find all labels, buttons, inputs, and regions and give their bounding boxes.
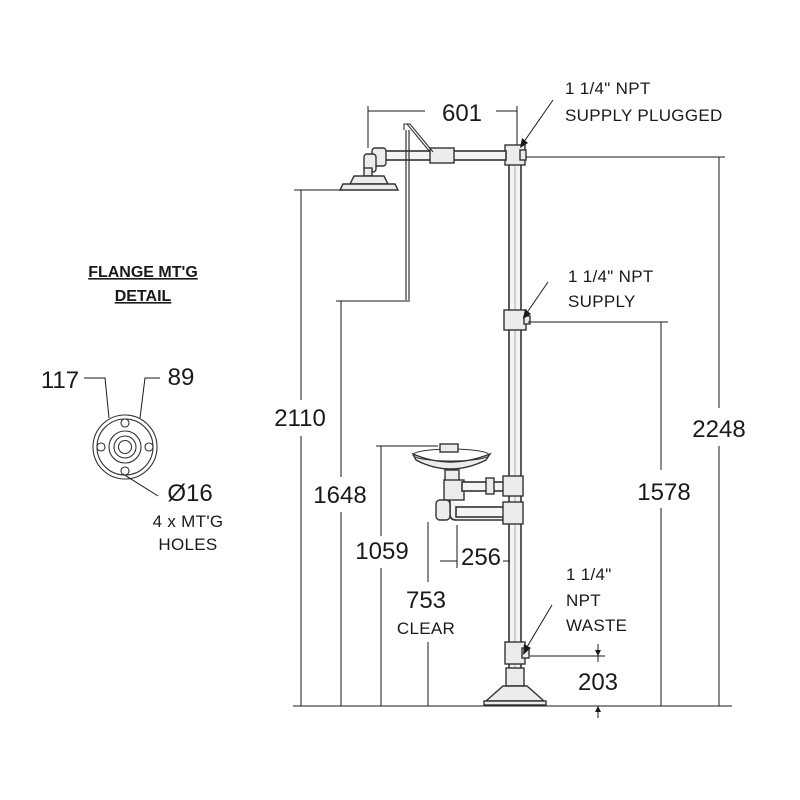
top-supply-line1: 1 1/4" NPT: [565, 79, 651, 98]
hole-note-line1: 4 x MT'G: [153, 512, 224, 531]
dim-waste-height: 203: [578, 669, 618, 696]
dim-clear-height: 753: [406, 587, 446, 614]
eyewash-valve: [443, 479, 465, 501]
shower-valve: [429, 147, 455, 164]
leader-mid-supply: [523, 281, 549, 318]
leader-outer: [84, 377, 110, 419]
callouts: 1 1/4" NPT SUPPLY PLUGGED 1 1/4" NPT SUP…: [520, 79, 723, 655]
detail-title-line1: FLANGE MT'G: [88, 264, 198, 281]
supply-fitting: [503, 309, 527, 331]
leader-top-supply: [520, 99, 554, 147]
mid-supply-line2: SUPPLY: [568, 292, 636, 311]
mid-supply-line1: 1 1/4" NPT: [568, 267, 654, 286]
dim-clear-label: CLEAR: [397, 619, 455, 638]
detail-title-line2: DETAIL: [115, 288, 172, 305]
dim-arm-length: 601: [442, 100, 482, 127]
dim-pull-rod-height: 1648: [313, 482, 366, 509]
leader-hole: [122, 473, 159, 497]
waste-line2: NPT: [566, 591, 601, 610]
dim-overall-height: 2248: [692, 416, 745, 443]
shower-head: [338, 183, 400, 191]
mounting-hole: [120, 466, 130, 476]
dim-hole-dia: Ø16: [167, 480, 212, 507]
dimension-lines: 601 2110 1648 1059 256 753 CLEAR 1578: [274, 100, 746, 718]
dim-supply-height: 1578: [637, 479, 690, 506]
leader-inner: [139, 377, 160, 419]
waste-line1: 1 1/4": [566, 565, 612, 584]
mounting-hole: [144, 442, 154, 452]
flange-plate: [92, 414, 158, 480]
top-supply-line2: SUPPLY PLUGGED: [565, 106, 723, 125]
dim-bowl-offset: 256: [461, 544, 501, 571]
dim-flange-outer: 117: [41, 367, 79, 394]
mounting-hole: [96, 442, 106, 452]
dim-flange-inner: 89: [168, 364, 195, 391]
eyewash-nozzle: [439, 443, 459, 453]
shower-assembly: [338, 123, 547, 706]
dim-bowl-height: 1059: [355, 538, 408, 565]
mounting-hole: [120, 418, 130, 428]
waste-line3: WASTE: [566, 616, 627, 635]
hole-note-line2: HOLES: [158, 535, 217, 554]
dim-shower-height: 2110: [274, 405, 326, 432]
leader-waste: [523, 604, 553, 653]
flange-detail: FLANGE MT'G DETAIL 117 89 Ø16 4 x MT'G H…: [41, 264, 224, 554]
floor-flange: [484, 685, 546, 702]
